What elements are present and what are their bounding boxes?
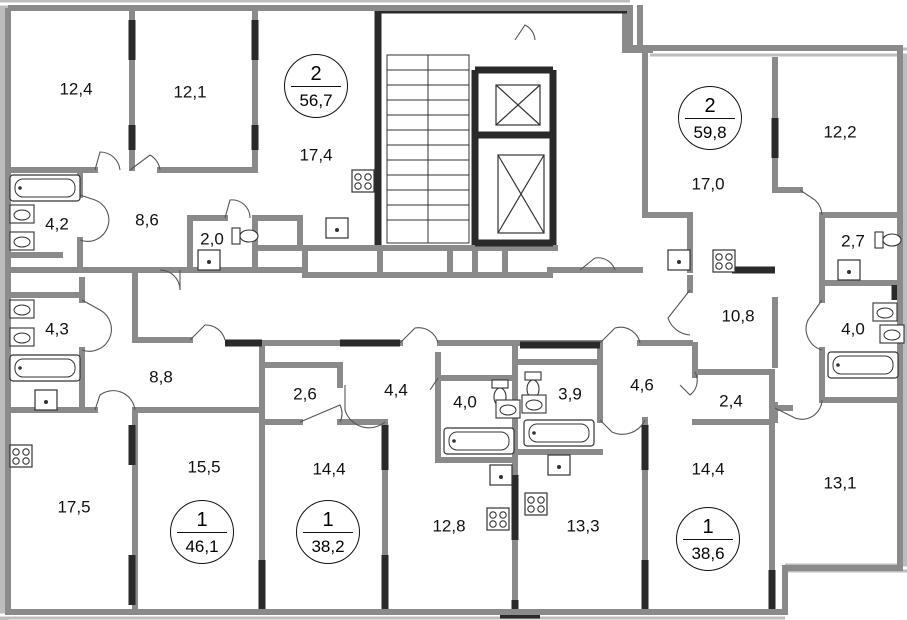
apartment-badge: 2 56,7 [284,54,348,118]
room-area-label: 8,8 [149,367,173,387]
apartment-rooms: 2 [310,63,322,85]
room-area-label: 4,2 [45,214,69,234]
room-area-label: 4,4 [384,380,408,400]
apartment-rooms: 1 [196,509,208,531]
badge-divider [685,118,735,119]
room-area-label: 3,9 [558,384,582,404]
room-area-label: 12,2 [823,122,857,142]
room-area-label: 4,6 [630,375,654,395]
room-area-label: 13,3 [566,516,600,536]
room-area-label: 4,0 [841,319,865,339]
room-area-label: 12,8 [432,516,466,536]
apartment-rooms: 2 [704,95,716,117]
room-area-label: 17,5 [57,497,91,517]
room-area-label: 15,5 [187,457,221,477]
room-area-label: 12,4 [59,79,93,99]
badge-divider [177,532,227,533]
apartment-rooms: 1 [322,509,334,531]
room-area-label: 14,4 [312,459,346,479]
room-area-label: 2,0 [200,229,224,249]
room-area-label: 8,6 [135,210,159,230]
apartment-badge: 1 46,1 [170,500,234,564]
badge-divider [291,86,341,87]
apartment-area: 38,2 [311,537,345,556]
apartment-badge: 2 59,8 [678,86,742,150]
apartment-area: 59,8 [693,123,727,142]
apartment-area: 46,1 [185,537,219,556]
apartment-badge: 1 38,2 [296,500,360,564]
room-area-label: 12,1 [173,82,207,102]
room-area-label: 17,0 [691,174,725,194]
room-area-label: 17,4 [299,145,333,165]
room-area-label: 2,6 [293,384,317,404]
apartment-area: 38,6 [691,544,725,563]
room-area-label: 13,1 [823,473,857,493]
apartment-rooms: 1 [702,516,714,538]
apartment-badge: 1 38,6 [676,507,740,571]
room-area-label: 4,0 [453,392,477,412]
room-area-label: 10,8 [721,306,755,326]
room-area-label: 14,4 [691,459,725,479]
room-area-label: 4,3 [45,319,69,339]
room-area-label: 2,4 [719,391,743,411]
badge-divider [683,539,733,540]
room-area-label: 2,7 [841,231,865,251]
badge-divider [303,532,353,533]
apartment-area: 56,7 [299,91,333,110]
